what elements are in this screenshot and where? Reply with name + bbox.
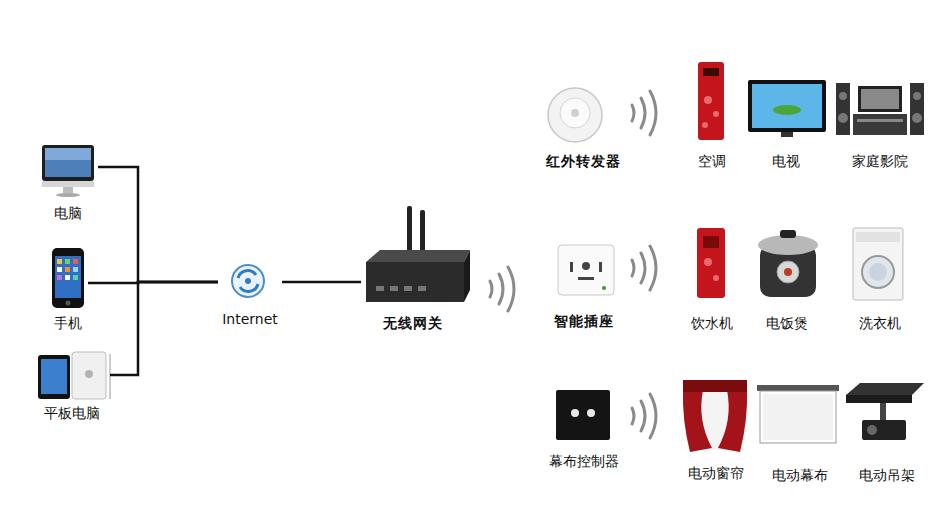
device-node: 无线网关 [361,204,465,332]
device-label: 饮水机 [691,315,733,331]
smart-socket-icon [558,245,614,295]
device-node: 幕布控制器 [542,386,626,470]
home-theater-icon [836,83,924,135]
network-line [110,282,218,375]
curtain-icon [683,380,747,452]
phone-icon [52,248,84,308]
device-node: 电动幕布 [758,382,842,484]
device-node: Internet [218,262,282,328]
device-label: 红外转发器 [546,153,621,169]
device-label: 幕布控制器 [549,453,619,469]
projection-screen-icon [757,385,839,443]
device-label: 电动窗帘 [688,465,744,481]
water-dispenser-icon [697,228,725,298]
device-label: 电动吊架 [859,467,915,483]
device-node: 电饭煲 [752,226,822,332]
device-label: 智能插座 [554,313,614,329]
device-label: 电动幕布 [772,467,828,483]
device-node: 空调 [692,60,732,170]
device-node: 红外转发器 [538,86,628,170]
device-node: 电脑 [38,140,98,222]
gateway-icon [366,206,470,302]
network-line [98,167,218,282]
network-line [282,281,361,284]
tablet-icon [38,352,110,399]
device-label: 电饭煲 [766,315,808,331]
device-label: 空调 [698,153,726,169]
device-label: 电视 [772,153,800,169]
device-label: 家庭影院 [852,153,908,169]
device-label: 手机 [54,315,82,331]
device-label: 电脑 [54,205,82,221]
device-node: 智能插座 [542,240,626,330]
internet-icon [232,265,264,297]
device-node: 电动窗帘 [682,376,750,482]
device-label: 洗衣机 [859,315,901,331]
ir-transmitter-icon [548,88,602,142]
air-conditioner-icon [698,62,724,140]
computer-icon [42,145,94,197]
curtain-controller-icon [556,390,610,440]
device-node: 平板电脑 [34,350,110,422]
device-node: 饮水机 [687,222,737,332]
tv-icon [748,80,826,137]
rice-cooker-icon [758,230,818,297]
device-node: 洗衣机 [850,224,910,332]
device-node: 手机 [48,246,88,332]
device-node: 电视 [746,76,826,170]
device-label: 无线网关 [383,315,443,331]
wireless-waves [490,91,656,438]
washing-machine-icon [853,228,903,300]
device-label: 平板电脑 [44,405,100,421]
projector-mount-icon [846,383,924,440]
device-node: 家庭影院 [834,78,926,170]
device-label: Internet [222,311,278,327]
device-node: 电动吊架 [845,380,929,484]
